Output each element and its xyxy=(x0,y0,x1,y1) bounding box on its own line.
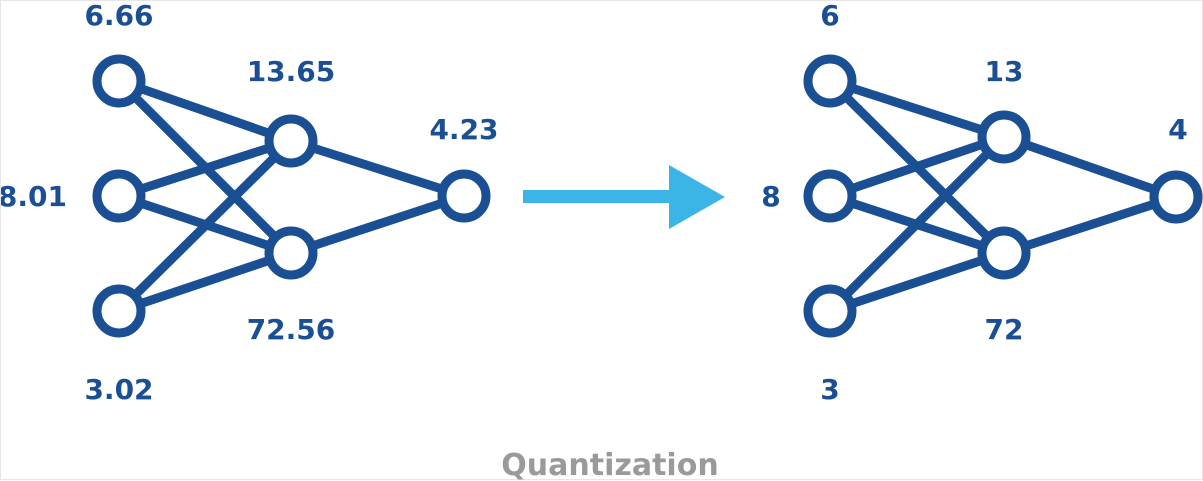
right-output-node xyxy=(1149,170,1203,224)
edge-l-in3-h1 xyxy=(114,136,296,316)
left-network-edges xyxy=(114,76,469,316)
left-network-nodes xyxy=(92,54,491,338)
arrow-shaft xyxy=(523,190,673,203)
left-input-label-1: 6.66 xyxy=(84,1,153,32)
right-network-nodes xyxy=(803,54,1203,338)
right-input-label-1: 6 xyxy=(820,1,839,32)
right-input-label-2: 8 xyxy=(761,180,780,213)
right-input-node-3 xyxy=(803,284,857,338)
edge-l-h2-out xyxy=(286,191,469,258)
right-hidden-node-2 xyxy=(977,226,1031,280)
edge-r-in2-h1 xyxy=(825,132,1009,201)
left-input-node-2 xyxy=(92,169,146,223)
right-hidden-label-2: 72 xyxy=(985,313,1024,346)
right-output-label: 4 xyxy=(1168,113,1187,146)
right-input-node-1 xyxy=(803,54,857,108)
left-output-label: 4.23 xyxy=(429,113,498,146)
edge-l-in3-h2 xyxy=(114,248,296,316)
edge-l-in1-h1 xyxy=(114,76,296,146)
left-input-label-2: 8.01 xyxy=(1,180,67,213)
edge-r-in1-h1 xyxy=(825,76,1009,142)
edge-r-in3-h1 xyxy=(825,132,1009,316)
diagram-caption: Quantization xyxy=(501,448,718,481)
left-hidden-node-1 xyxy=(264,114,318,168)
left-input-node-1 xyxy=(92,54,146,108)
right-hidden-label-1: 13 xyxy=(985,55,1024,88)
left-input-label-3: 3.02 xyxy=(84,373,153,406)
right-input-label-3: 3 xyxy=(820,373,839,406)
edge-l-in2-h1 xyxy=(114,136,296,201)
left-output-node xyxy=(437,169,491,223)
left-input-node-3 xyxy=(92,284,146,338)
right-input-node-2 xyxy=(803,169,857,223)
arrow-head xyxy=(669,165,725,229)
edge-l-h1-out xyxy=(286,136,469,201)
edge-r-h2-out xyxy=(999,192,1181,258)
left-hidden-label-1: 13.65 xyxy=(247,55,336,88)
edge-r-h1-out xyxy=(999,132,1181,202)
right-network-edges xyxy=(825,76,1181,316)
left-hidden-label-2: 72.56 xyxy=(247,313,336,346)
quantization-arrow xyxy=(523,165,725,229)
left-hidden-node-2 xyxy=(264,226,318,280)
right-hidden-node-1 xyxy=(977,110,1031,164)
edge-r-in3-h2 xyxy=(825,248,1009,316)
